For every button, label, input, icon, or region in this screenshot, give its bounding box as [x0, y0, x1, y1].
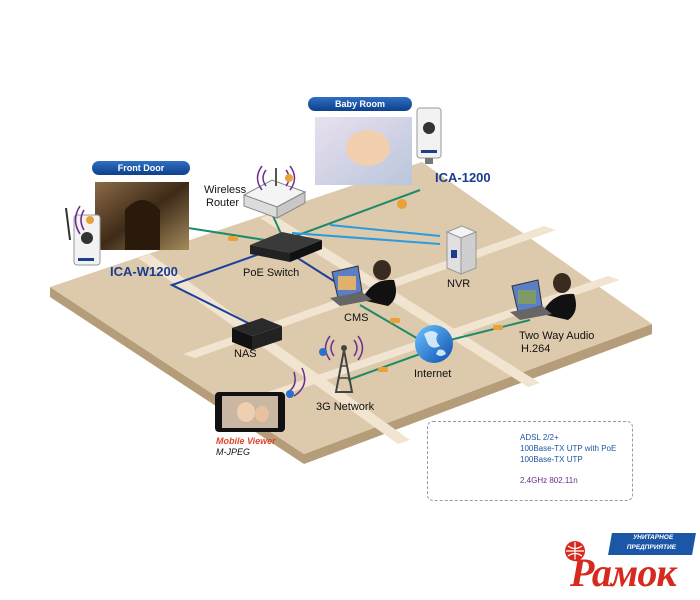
wireless-router-label-2: Router — [206, 197, 240, 209]
adsl-marker — [378, 367, 388, 372]
brand-globe-icon — [565, 541, 585, 561]
line-switch-nas — [169, 251, 266, 326]
line-switch-babycam — [284, 189, 421, 241]
adsl-marker — [390, 318, 400, 323]
nas-device — [232, 318, 282, 350]
3g-tower — [319, 335, 364, 393]
legend-box: ADSL 2/2+ 100Base-TX UTP with PoE 100Bas… — [427, 421, 633, 501]
two-way-audio-label: Two Way Audio — [519, 330, 595, 342]
nvr-label: NVR — [447, 278, 471, 290]
icaw1200-camera — [65, 207, 101, 266]
3g-network-label: 3G Network — [316, 401, 375, 413]
front-door-tag: Front Door — [92, 161, 190, 175]
internet-globe — [415, 325, 453, 363]
mobile-viewer-tablet — [215, 367, 306, 432]
floor-slab-side — [50, 287, 652, 464]
line-switch-nvr-2 — [329, 224, 441, 237]
line-cms-internet — [359, 304, 421, 341]
cms-operator — [330, 260, 396, 306]
line-switch-nvr — [291, 232, 441, 245]
brand-name: Рамок — [570, 550, 677, 595]
poe-switch-label: PoE Switch — [243, 267, 300, 279]
nvr-device — [445, 225, 478, 275]
adsl-markers — [228, 199, 503, 372]
mobile-viewer-label: Mobile Viewer — [216, 436, 276, 446]
legend-utp: 100Base-TX UTP — [520, 455, 583, 464]
ica1200-camera — [416, 107, 442, 164]
legend-adsl: ADSL 2/2+ — [520, 433, 559, 442]
mjpeg-label: M-JPEG — [216, 447, 251, 457]
floor-slab — [50, 162, 652, 454]
h264-label: H.264 — [521, 343, 551, 355]
legend-wifi: 2.4GHz 802.11n — [520, 476, 578, 485]
two-way-audio-operator — [510, 273, 576, 320]
internet-label: Internet — [414, 368, 452, 380]
door-arch — [125, 200, 160, 250]
adsl-marker — [228, 236, 238, 241]
ica1200-label: ICA-1200 — [435, 170, 491, 185]
baby-room-tag: Baby Room — [308, 97, 412, 111]
poe-switch — [250, 232, 322, 262]
road-2 — [260, 214, 540, 387]
brand-ribbon-line-1: УНИТАРНОЕ — [632, 534, 674, 541]
wireless-router — [242, 165, 307, 219]
cms-label: CMS — [344, 312, 369, 324]
icaw1200-label: ICA-W1200 — [110, 264, 178, 279]
poe-marker — [397, 199, 407, 209]
line-internet-audio — [449, 319, 531, 341]
brand-logo: УНИТАРНОЕ ПРЕДПРИЯТИЕ Рамок — [552, 533, 696, 595]
camera-wifi-waves — [74, 205, 94, 235]
adsl-marker — [493, 325, 503, 330]
legend-poe-utp: 100Base-TX UTP with PoE — [520, 444, 617, 453]
nas-label: NAS — [234, 348, 257, 360]
wireless-router-label-1: Wireless — [204, 184, 247, 196]
baby-face — [346, 130, 390, 166]
